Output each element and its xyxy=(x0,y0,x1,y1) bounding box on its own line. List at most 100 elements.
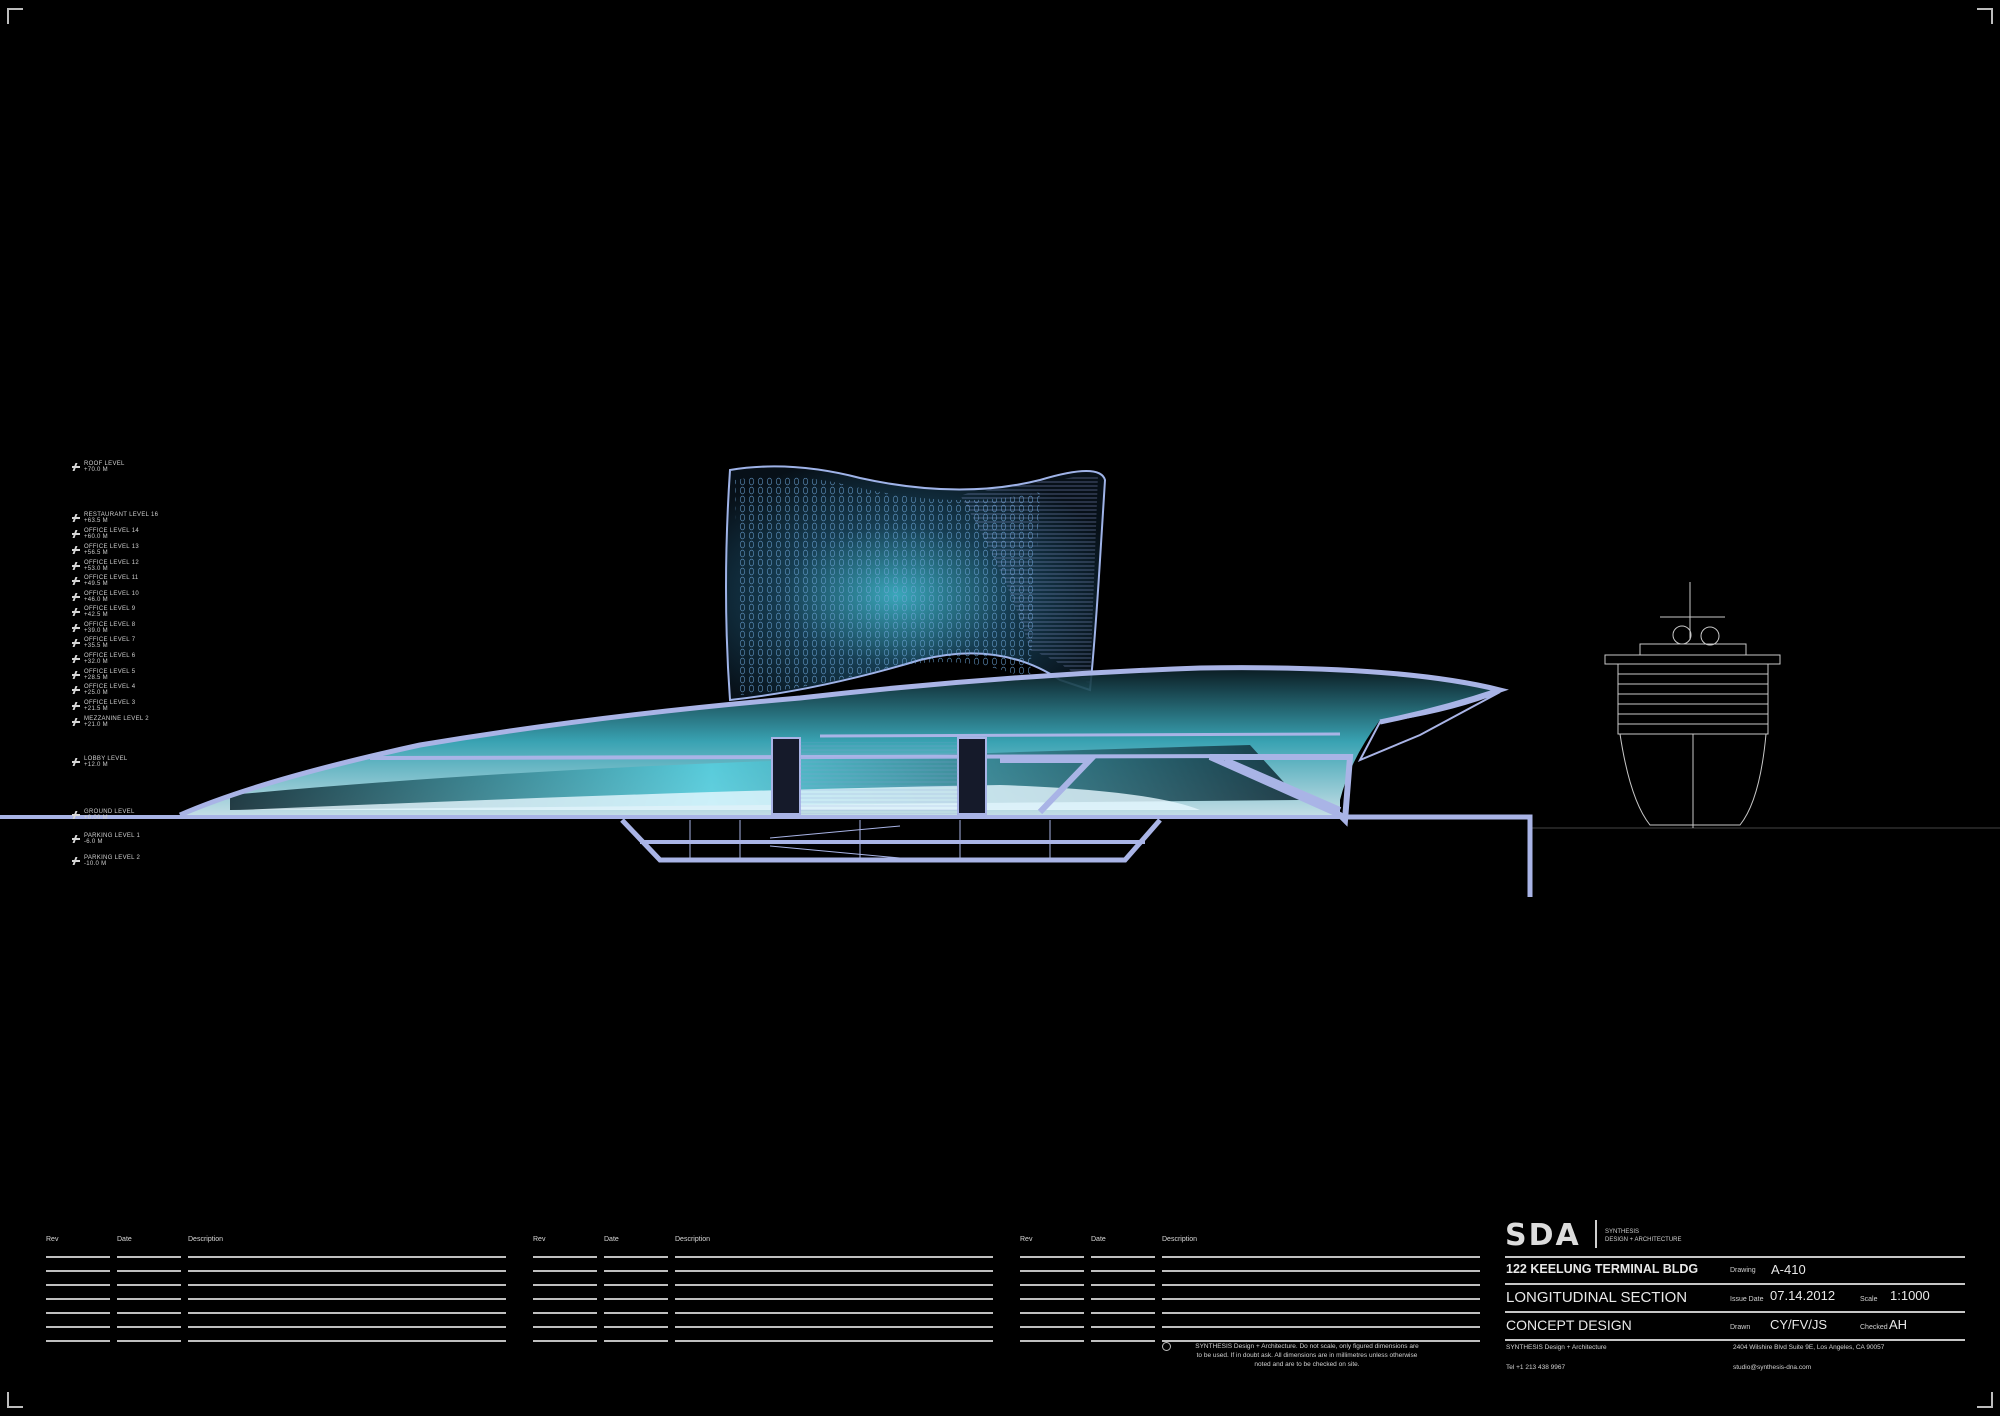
level-marker: OFFICE LEVEL 6+32.0 M xyxy=(72,653,135,665)
level-marker: OFFICE LEVEL 13+56.5 M xyxy=(72,544,139,556)
level-marker: LOBBY LEVEL+12.0 M xyxy=(72,756,128,768)
level-datum-icon xyxy=(72,530,80,538)
revision-row xyxy=(533,1250,993,1264)
level-marker: RESTAURANT LEVEL 16+63.5 M xyxy=(72,512,158,524)
pier xyxy=(1340,814,1533,897)
level-marker: OFFICE LEVEL 12+53.0 M xyxy=(72,560,139,572)
cruise-ship-elevation xyxy=(1604,582,1781,828)
level-marker: OFFICE LEVEL 10+46.0 M xyxy=(72,591,139,603)
level-datum-icon xyxy=(72,562,80,570)
revision-row xyxy=(533,1264,993,1278)
divider xyxy=(1505,1283,1965,1285)
level-datum-icon xyxy=(72,577,80,585)
crop-mark-top-left xyxy=(7,8,23,24)
level-marker: PARKING LEVEL 2-10.0 M xyxy=(72,855,140,867)
revision-table-1: Rev Date Description xyxy=(46,1236,506,1348)
level-marker: OFFICE LEVEL 4+25.0 M xyxy=(72,684,135,696)
logo-divider xyxy=(1595,1220,1597,1248)
revision-row xyxy=(533,1278,993,1292)
drawn-by: CY/FV/JS xyxy=(1770,1317,1828,1332)
level-marker: OFFICE LEVEL 11+49.5 M xyxy=(72,575,139,587)
revision-row xyxy=(46,1306,506,1320)
sda-logo: SDA xyxy=(1505,1218,1581,1253)
level-marker: GROUND LEVEL+0.00 M xyxy=(72,809,135,821)
revision-row xyxy=(533,1292,993,1306)
level-datum-icon xyxy=(72,655,80,663)
level-marker: PARKING LEVEL 1-6.0 M xyxy=(72,833,140,845)
revision-row xyxy=(1020,1292,1480,1306)
level-datum-icon xyxy=(72,857,80,865)
rev-header: Rev xyxy=(46,1236,59,1243)
revision-row xyxy=(46,1334,506,1348)
description-header: Description xyxy=(675,1236,711,1243)
divider xyxy=(1505,1256,1965,1258)
drawing-number: A-410 xyxy=(1771,1262,1806,1277)
description-header: Description xyxy=(1162,1236,1198,1243)
longitudinal-section-drawing xyxy=(0,465,2000,897)
scale: 1:1000 xyxy=(1890,1288,1930,1303)
phase: CONCEPT DESIGN xyxy=(1506,1317,1632,1333)
level-marker: OFFICE LEVEL 14+60.0 M xyxy=(72,528,139,540)
level-datum-icon xyxy=(72,718,80,726)
revision-table-2: Rev Date Description xyxy=(533,1236,993,1348)
level-marker: OFFICE LEVEL 5+28.5 M xyxy=(72,669,135,681)
level-datum-icon xyxy=(72,702,80,710)
revision-row xyxy=(533,1306,993,1320)
revision-row xyxy=(1020,1334,1480,1348)
crop-mark-bottom-right xyxy=(1977,1392,1993,1408)
issue-date: 07.14.2012 xyxy=(1770,1288,1836,1303)
firm-email: studio@synthesis-dna.com xyxy=(1733,1364,1812,1371)
date-header: Date xyxy=(117,1236,132,1243)
level-datum-icon xyxy=(72,671,80,679)
revision-row xyxy=(1020,1264,1480,1278)
underground-parking-levels xyxy=(620,818,1162,863)
level-datum-icon xyxy=(72,608,80,616)
revision-row xyxy=(46,1250,506,1264)
level-marker: MEZZANINE LEVEL 2+21.0 M xyxy=(72,716,149,728)
level-datum-icon xyxy=(72,593,80,601)
terminal-building-section xyxy=(178,665,1509,827)
level-datum-icon xyxy=(72,758,80,766)
perforated-roof-canopy xyxy=(725,465,1107,702)
level-marker: OFFICE LEVEL 3+21.5 M xyxy=(72,700,135,712)
crop-mark-bottom-left xyxy=(7,1392,23,1408)
level-marker: OFFICE LEVEL 9+42.5 M xyxy=(72,606,135,618)
firm-phone: Tel +1 213 438 9967 xyxy=(1506,1364,1566,1371)
description-header: Description xyxy=(188,1236,224,1243)
firm-address: 2404 Wilshire Blvd Suite 9E, Los Angeles… xyxy=(1733,1344,1885,1351)
level-marker: OFFICE LEVEL 7+35.5 M xyxy=(72,637,135,649)
level-datum-icon xyxy=(72,514,80,522)
revision-row xyxy=(1020,1278,1480,1292)
revision-row xyxy=(46,1292,506,1306)
level-datum-icon xyxy=(72,624,80,632)
revision-row xyxy=(533,1334,993,1348)
level-datum-icon xyxy=(72,639,80,647)
revision-row xyxy=(46,1264,506,1278)
disclaimer-note: SYNTHESIS Design + Architecture. Do not … xyxy=(1162,1342,1452,1369)
revision-row xyxy=(46,1278,506,1292)
revision-table-3: Rev Date Description xyxy=(1020,1236,1480,1348)
copyright-icon xyxy=(1162,1342,1171,1351)
revision-row xyxy=(46,1320,506,1334)
rev-header: Rev xyxy=(1020,1236,1033,1243)
rev-header: Rev xyxy=(533,1236,546,1243)
date-header: Date xyxy=(1091,1236,1106,1243)
revision-row xyxy=(1020,1306,1480,1320)
level-datum-icon xyxy=(72,686,80,694)
firm-name: SYNTHESIS Design + Architecture xyxy=(1506,1344,1607,1351)
level-datum-icon xyxy=(72,811,80,819)
date-header: Date xyxy=(604,1236,619,1243)
level-markers: ROOF LEVEL+70.0 M RESTAURANT LEVEL 16+63… xyxy=(72,0,172,900)
level-datum-icon xyxy=(72,463,80,471)
level-marker: ROOF LEVEL+70.0 M xyxy=(72,461,125,473)
crop-mark-top-right xyxy=(1977,8,1993,24)
divider xyxy=(1505,1339,1965,1341)
level-datum-icon xyxy=(72,546,80,554)
level-datum-icon xyxy=(72,835,80,843)
divider xyxy=(1505,1311,1965,1313)
checked-by: AH xyxy=(1889,1317,1908,1332)
revision-row xyxy=(1020,1320,1480,1334)
level-marker: OFFICE LEVEL 8+39.0 M xyxy=(72,622,135,634)
project-name: 122 KEELUNG TERMINAL BLDG xyxy=(1506,1262,1699,1276)
